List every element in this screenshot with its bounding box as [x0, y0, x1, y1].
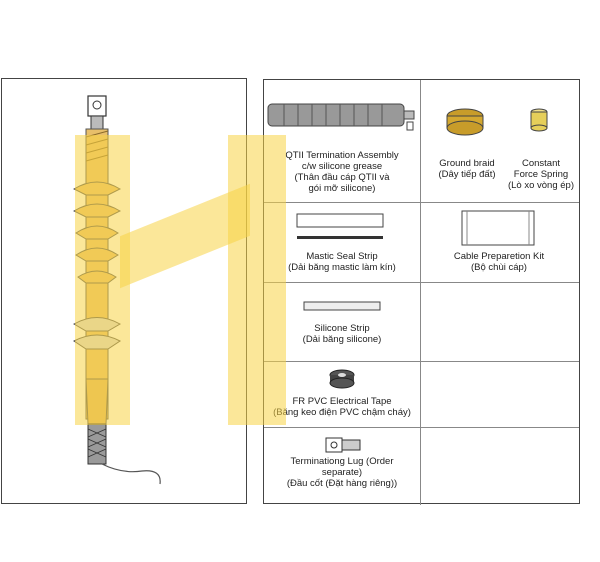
- termination-drawing-panel: [1, 78, 247, 504]
- ground-braid-image: [446, 108, 484, 136]
- parts-row-4: FR PVC Electrical Tape (Băng keo điện PV…: [264, 362, 579, 428]
- column-divider: [420, 203, 421, 282]
- spring-caption: Constant Force Spring (Lò xo vòng ép): [507, 158, 574, 191]
- termination-assembly-image: [267, 103, 415, 131]
- lug-caption: Terminationg Lug (Order separate) (Đầu c…: [286, 456, 398, 489]
- silicone-strip-caption: Silicone Strip (Dải băng silicone): [302, 323, 382, 345]
- pvc-tape-caption: FR PVC Electrical Tape (Băng keo điện PV…: [273, 396, 411, 418]
- termination-caption: QTII Termination Assembly c/w silicone g…: [285, 150, 399, 194]
- silicone-strip-image: [303, 301, 381, 311]
- parts-row-3: Silicone Strip (Dải băng silicone): [264, 283, 579, 362]
- parts-row-5: Terminationg Lug (Order separate) (Đầu c…: [264, 428, 579, 505]
- ground-braid-caption: Ground braid (Dây tiếp đất): [438, 158, 496, 180]
- column-divider: [420, 362, 421, 427]
- prep-kit-image: [461, 210, 535, 246]
- parts-row-1: QTII Termination Assembly c/w silicone g…: [264, 80, 579, 203]
- pvc-tape-image: [329, 369, 355, 389]
- column-divider: [420, 428, 421, 505]
- mastic-caption: Mastic Seal Strip (Dải băng mastic làm k…: [288, 251, 396, 273]
- spring-image: [530, 108, 548, 132]
- lug-image: [325, 437, 361, 453]
- column-divider: [420, 80, 421, 202]
- parts-row-2: Mastic Seal Strip (Dải băng mastic làm k…: [264, 203, 579, 283]
- parts-list-table: QTII Termination Assembly c/w silicone g…: [263, 79, 580, 505]
- prep-kit-caption: Cable Preparetion Kit (Bộ chùi cáp): [453, 251, 545, 273]
- column-divider: [420, 283, 421, 361]
- termination-illustration: [72, 95, 161, 485]
- mastic-strip-image: [296, 213, 384, 239]
